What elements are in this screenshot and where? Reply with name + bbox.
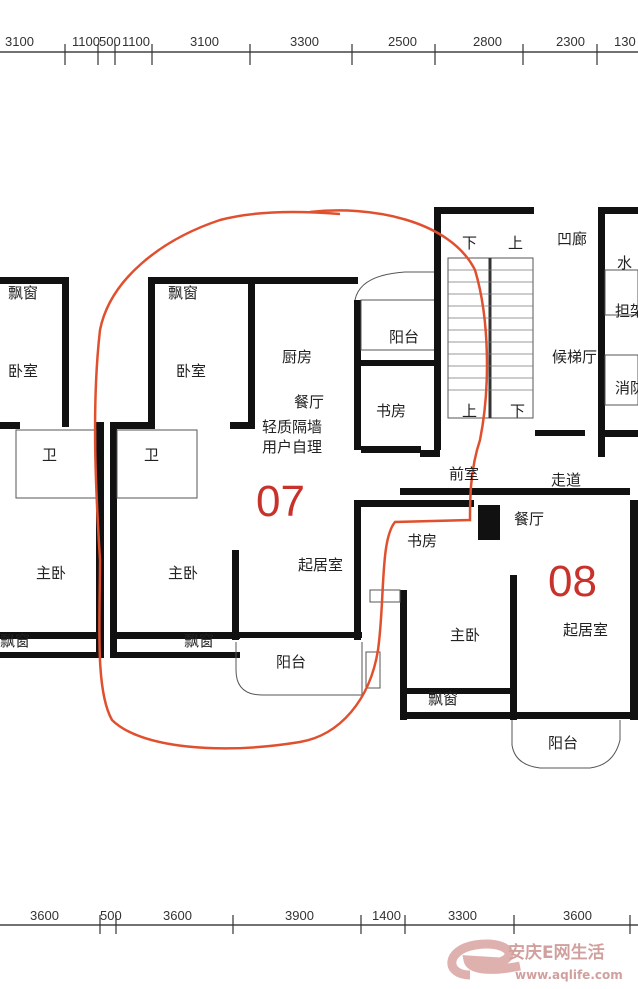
stair-direction: 下 xyxy=(510,402,525,420)
room-label: 消防 xyxy=(615,379,638,397)
room-label: 卧室 xyxy=(8,362,38,380)
room-label: 阳台 xyxy=(389,328,419,346)
dim-top: 3100 xyxy=(190,34,219,49)
watermark-logo: 安庆E网生活 www.aqlife.com xyxy=(447,939,623,982)
room-label: 起居室 xyxy=(563,621,608,639)
room-label: 飘窗 xyxy=(184,632,214,650)
stair-direction: 上 xyxy=(462,402,477,420)
room-label: 候梯厅 xyxy=(552,348,597,366)
dim-top: 2800 xyxy=(473,34,502,49)
unit-number-07: 07 xyxy=(256,477,305,526)
room-label: 卧室 xyxy=(176,362,206,380)
dim-bottom: 3300 xyxy=(448,908,477,923)
room-label: 飘窗 xyxy=(8,284,38,302)
room-label: 餐厅 xyxy=(294,393,324,411)
room-label: 主卧 xyxy=(36,564,66,582)
bottom-dimension-line: 3600 500 3600 3900 1400 3300 3600 xyxy=(0,908,638,934)
room-label: 轻质隔墙 xyxy=(262,418,322,436)
room-label: 起居室 xyxy=(298,556,343,574)
dim-top: 1100 xyxy=(72,34,100,49)
stair-direction: 下 xyxy=(462,234,477,252)
room-label: 阳台 xyxy=(276,653,306,671)
watermark-url: www.aqlife.com xyxy=(515,968,623,982)
dim-bottom: 3600 xyxy=(163,908,192,923)
room-label: 凹廊 xyxy=(557,230,587,248)
unit-number-08: 08 xyxy=(548,557,597,606)
room-label: 前室 xyxy=(449,465,479,483)
watermark-brand: 安庆E网生活 xyxy=(508,942,605,963)
room-label: 水 xyxy=(617,254,632,272)
dim-top: 3100 xyxy=(5,34,34,49)
room-label: 主卧 xyxy=(450,626,480,644)
highlight-outline xyxy=(93,209,489,750)
room-label: 卫 xyxy=(42,446,57,464)
room-label: 主卧 xyxy=(168,564,198,582)
room-label: 担架 xyxy=(615,302,638,320)
dim-bottom: 3900 xyxy=(285,908,314,923)
room-label: 厨房 xyxy=(282,348,312,366)
dim-bottom: 3600 xyxy=(563,908,592,923)
dim-bottom: 1400 xyxy=(372,908,401,923)
dim-top: 2300 xyxy=(556,34,585,49)
room-label: 用户自理 xyxy=(262,438,322,456)
dim-top: 1100 xyxy=(122,34,150,49)
room-label: 飘窗 xyxy=(0,632,30,650)
dim-bottom: 3600 xyxy=(30,908,59,923)
dim-top: 500 xyxy=(99,34,121,49)
room-label: 阳台 xyxy=(548,734,578,752)
stair-direction: 上 xyxy=(508,234,523,252)
room-label: 书房 xyxy=(407,532,437,550)
room-label: 飘窗 xyxy=(168,284,198,302)
dim-top: 130 xyxy=(614,34,636,49)
room-label: 走道 xyxy=(551,471,581,489)
room-label: 餐厅 xyxy=(514,510,544,528)
room-label: 飘窗 xyxy=(428,690,458,708)
top-dimension-line: 3100 1100 500 1100 3100 3300 2500 2800 2… xyxy=(0,34,638,65)
room-label: 书房 xyxy=(376,402,406,420)
dim-top: 2500 xyxy=(388,34,417,49)
walls xyxy=(0,207,638,769)
room-label: 卫 xyxy=(144,446,159,464)
dim-bottom: 500 xyxy=(100,908,122,923)
dim-top: 3300 xyxy=(290,34,319,49)
